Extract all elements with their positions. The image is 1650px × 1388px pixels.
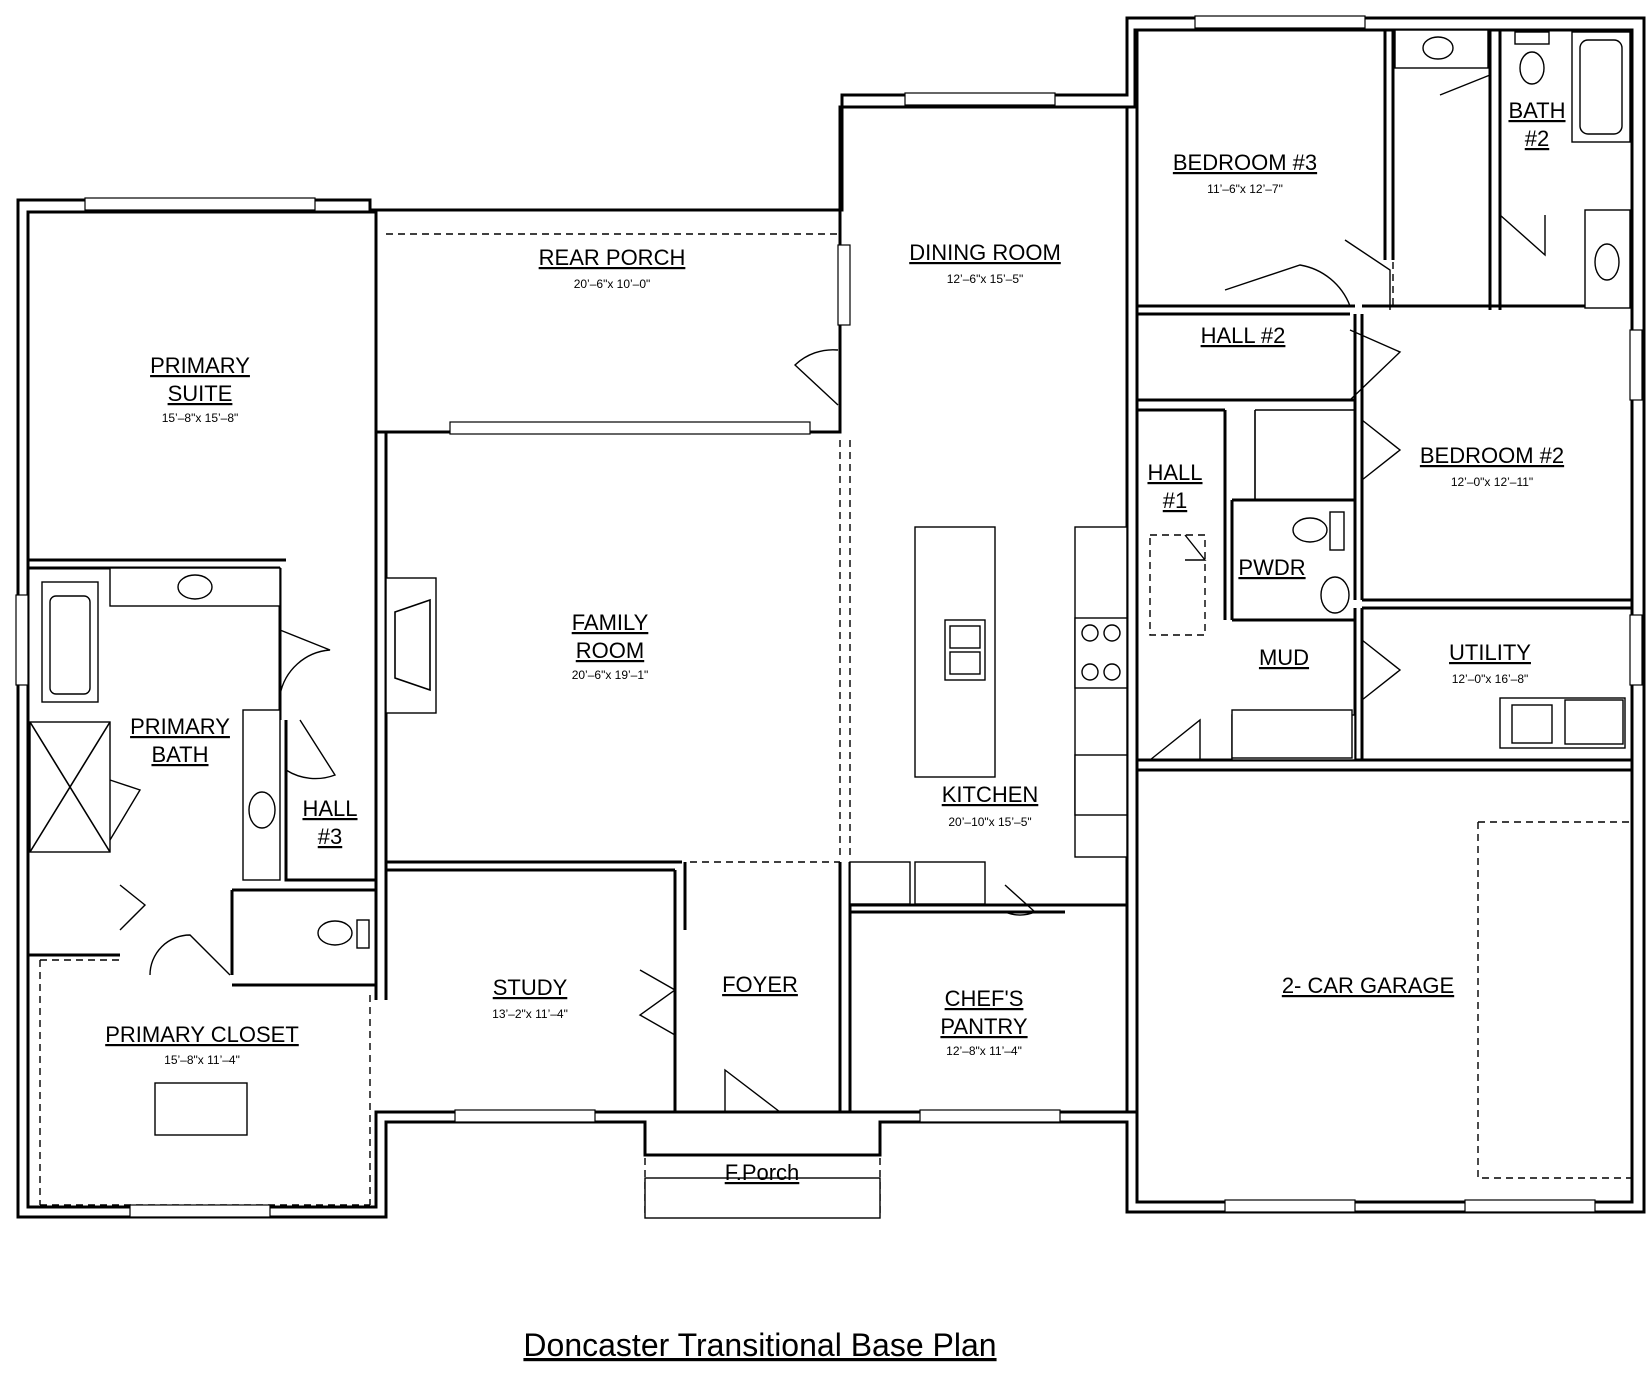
kitchen-label: KITCHEN xyxy=(942,782,1039,807)
family-room-label-1: FAMILY xyxy=(572,610,649,635)
chefs-pantry-label-1: CHEF'S xyxy=(945,986,1024,1011)
foyer-label: FOYER xyxy=(722,972,798,997)
doors xyxy=(109,73,1546,1113)
study-dims: 13’–2"x 11’–4" xyxy=(492,1007,568,1021)
plan-title: Doncaster Transitional Base Plan xyxy=(523,1327,996,1363)
windows xyxy=(15,15,1643,1218)
kitchen-dims: 20’–10"x 15’–5" xyxy=(948,815,1031,829)
bedroom-3-dims: 11’–6"x 12’–7" xyxy=(1207,182,1283,196)
utility-dims: 12’–0"x 16’–8" xyxy=(1452,672,1529,686)
bedroom-2-dims: 12’–0"x 12’–11" xyxy=(1451,475,1533,489)
study-label: STUDY xyxy=(493,975,568,1000)
bath-2-label-1: BATH xyxy=(1508,98,1565,123)
primary-bath-label-1: PRIMARY xyxy=(130,714,230,739)
bath-2-label-2: #2 xyxy=(1525,126,1549,151)
primary-suite-label-1: PRIMARY xyxy=(150,353,250,378)
fixtures xyxy=(29,29,1631,1219)
sink-icon xyxy=(177,574,213,600)
hall-1-label-2: #1 xyxy=(1163,488,1187,513)
hall-3-label-2: #3 xyxy=(318,824,342,849)
toilet-icon xyxy=(1519,51,1545,85)
primary-suite-label-2: SUITE xyxy=(168,381,233,406)
bedroom-2-label: BEDROOM #2 xyxy=(1420,443,1564,468)
chefs-pantry-dims: 12’–8"x 11’–4" xyxy=(946,1044,1022,1058)
hall-1-label-1: HALL xyxy=(1147,460,1202,485)
rear-porch-label: REAR PORCH xyxy=(539,245,686,270)
primary-suite-dims: 15’–8"x 15’–8" xyxy=(162,411,239,425)
hall-3-label-1: HALL xyxy=(302,796,357,821)
family-room-label-2: ROOM xyxy=(576,638,644,663)
toilet-icon xyxy=(1292,517,1328,543)
dashed-openings xyxy=(39,209,1632,1218)
hall-2-label: HALL #2 xyxy=(1201,323,1286,348)
dining-room-label: DINING ROOM xyxy=(909,240,1061,265)
room-labels: PRIMARY SUITE 15’–8"x 15’–8" REAR PORCH … xyxy=(105,98,1565,1185)
primary-bath-label-2: BATH xyxy=(151,742,208,767)
mud-label: MUD xyxy=(1259,645,1309,670)
front-porch-label: F.Porch xyxy=(725,1160,800,1185)
pwdr-label: PWDR xyxy=(1238,555,1305,580)
sink-icon xyxy=(1422,36,1454,60)
bedroom-3-label: BEDROOM #3 xyxy=(1173,150,1317,175)
dining-room-dims: 12’–6"x 15’–5" xyxy=(947,272,1024,286)
fireplace-icon xyxy=(385,577,437,714)
rear-porch-dims: 20’–6"x 10’–0" xyxy=(574,277,651,291)
primary-closet-label: PRIMARY CLOSET xyxy=(105,1022,299,1047)
chefs-pantry-label-2: PANTRY xyxy=(940,1014,1028,1039)
utility-label: UTILITY xyxy=(1449,640,1531,665)
garage-label: 2- CAR GARAGE xyxy=(1282,973,1454,998)
primary-closet-dims: 15’–8"x 11’–4" xyxy=(164,1053,240,1067)
toilet-icon xyxy=(317,920,353,946)
family-room-dims: 20’–6"x 19’–1" xyxy=(572,668,649,682)
sink-icon xyxy=(1320,576,1350,614)
